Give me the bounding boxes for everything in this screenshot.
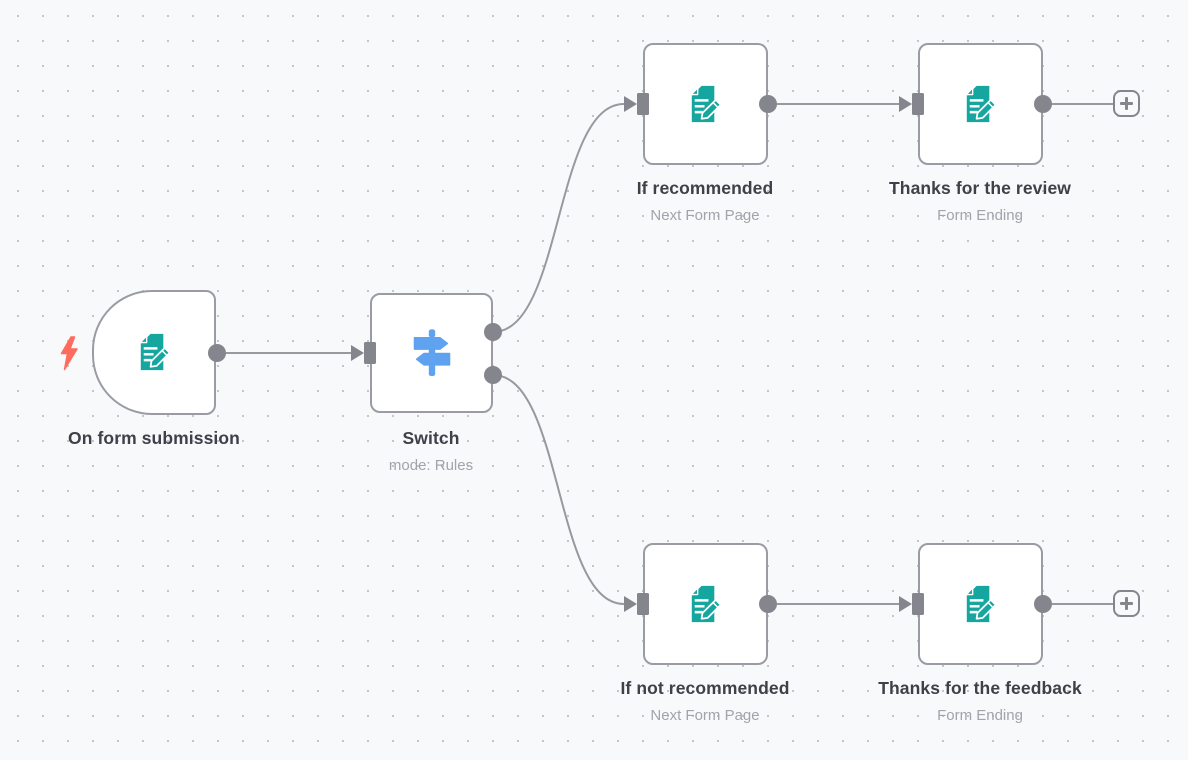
plus-icon — [1120, 97, 1133, 110]
output-connector-switch-bottom[interactable] — [484, 366, 502, 384]
node-title: Thanks for the feedback — [878, 678, 1082, 698]
form-pencil-icon — [957, 581, 1004, 628]
add-node-button-top[interactable] — [1113, 90, 1140, 117]
node-subtitle: Next Form Page — [650, 707, 760, 724]
output-connector-thanks-review[interactable] — [1034, 95, 1052, 113]
plus-icon — [1120, 597, 1133, 610]
node-title: Thanks for the review — [888, 178, 1071, 198]
node-thanks-for-the-review[interactable] — [918, 43, 1043, 165]
form-pencil-icon — [131, 329, 178, 376]
form-pencil-icon — [682, 581, 729, 628]
node-subtitle: Next Form Page — [650, 207, 760, 224]
node-label-switch: Switch mode: Rules — [231, 425, 631, 476]
add-node-button-bottom[interactable] — [1113, 590, 1140, 617]
node-on-form-submission[interactable] — [92, 290, 216, 415]
arrowhead-icon — [899, 96, 912, 112]
node-label-if-not-recommended: If not recommended Next Form Page — [505, 675, 905, 726]
node-title: If not recommended — [620, 678, 790, 698]
output-connector-switch-top[interactable] — [484, 323, 502, 341]
node-label-thanks-for-the-feedback: Thanks for the feedback Form Ending — [780, 675, 1180, 726]
node-if-not-recommended[interactable] — [643, 543, 768, 665]
arrowhead-icon — [899, 596, 912, 612]
lightning-bolt-icon — [59, 336, 78, 376]
node-label-on-form-submission: On form submission — [0, 425, 354, 451]
node-if-recommended[interactable] — [643, 43, 768, 165]
output-connector-if-recommended[interactable] — [759, 95, 777, 113]
node-title: On form submission — [68, 428, 240, 448]
node-subtitle: mode: Rules — [388, 457, 474, 474]
node-switch[interactable] — [370, 293, 493, 413]
node-subtitle: Form Ending — [937, 207, 1023, 224]
form-pencil-icon — [682, 81, 729, 128]
output-connector-trigger[interactable] — [208, 344, 226, 362]
arrowhead-icon — [624, 596, 637, 612]
output-connector-if-not-recommended[interactable] — [759, 595, 777, 613]
output-connector-thanks-feedback[interactable] — [1034, 595, 1052, 613]
node-thanks-for-the-feedback[interactable] — [918, 543, 1043, 665]
form-pencil-icon — [957, 81, 1004, 128]
node-title: Switch — [402, 428, 460, 448]
connection-switch-to-if-not-recommended — [492, 374, 625, 605]
node-title: If recommended — [636, 178, 774, 198]
arrowhead-icon — [624, 96, 637, 112]
node-label-if-recommended: If recommended Next Form Page — [505, 175, 905, 226]
signpost-icon — [405, 326, 459, 380]
node-label-thanks-for-the-review: Thanks for the review Form Ending — [780, 175, 1180, 226]
arrowhead-icon — [351, 345, 364, 361]
node-subtitle: Form Ending — [937, 707, 1023, 724]
